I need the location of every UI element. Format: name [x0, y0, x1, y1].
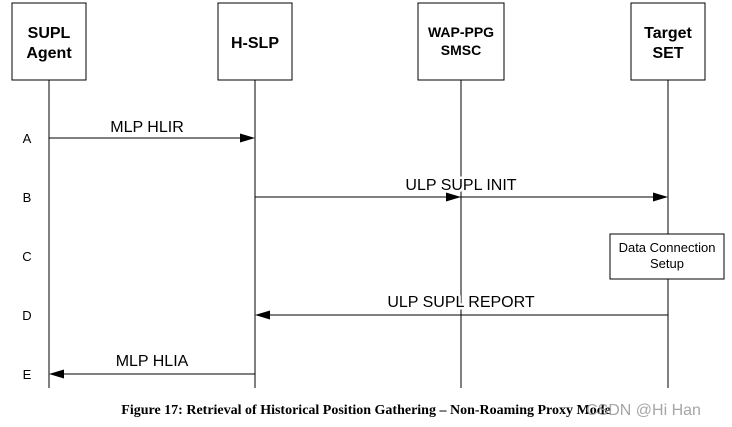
- message-label: ULP SUPL INIT: [405, 177, 516, 194]
- participant-label-line2: SMSC: [441, 42, 481, 58]
- participant-label-line1: Target: [644, 25, 692, 42]
- arrowhead-right: [446, 192, 461, 202]
- participant-target-set: Target SET: [630, 2, 706, 81]
- message-label: MLP HLIA: [116, 353, 189, 370]
- arrowhead-left: [49, 369, 64, 379]
- participant-supl-agent: SUPL Agent: [11, 2, 87, 81]
- message-label: ULP SUPL REPORT: [387, 294, 535, 311]
- watermark: CSDN @Hi Han: [586, 402, 701, 419]
- process-data-connection-setup: Data Connection Setup: [609, 233, 725, 280]
- message-e: MLP HLIA: [49, 351, 255, 379]
- arrowhead-right: [240, 133, 255, 143]
- step-label-a: A: [23, 131, 32, 146]
- arrowhead-right: [653, 192, 668, 202]
- participant-wap-ppg-smsc: WAP-PPG SMSC: [417, 2, 505, 81]
- step-label-e: E: [23, 367, 32, 382]
- participant-h-slp: H-SLP: [217, 2, 293, 81]
- message-label: MLP HLIR: [110, 119, 184, 136]
- step-label-d: D: [22, 308, 31, 323]
- process-box: [609, 233, 725, 280]
- participant-label-line1: SUPL: [28, 25, 71, 42]
- step-labels: A B C D E: [22, 131, 31, 382]
- arrowhead-left: [255, 310, 270, 320]
- step-label-c: C: [22, 249, 31, 264]
- step-label-b: B: [23, 190, 32, 205]
- participant-box: [11, 2, 87, 81]
- participant-label-line1: H-SLP: [231, 35, 279, 52]
- message-b: ULP SUPL INIT: [255, 175, 668, 202]
- participant-label-line2: SET: [652, 45, 683, 62]
- process-box-line1: Data Connection: [619, 240, 716, 255]
- participant-label-line1: WAP-PPG: [428, 24, 494, 40]
- participant-box: [417, 2, 505, 81]
- figure-caption: Figure 17: Retrieval of Historical Posit…: [121, 403, 610, 418]
- message-a: MLP HLIR: [49, 117, 255, 143]
- participant-box: [630, 2, 706, 81]
- participant-label-line2: Agent: [26, 45, 72, 62]
- participant-box: [217, 2, 293, 81]
- message-d: ULP SUPL REPORT: [255, 292, 668, 320]
- process-box-line2: Setup: [650, 256, 684, 271]
